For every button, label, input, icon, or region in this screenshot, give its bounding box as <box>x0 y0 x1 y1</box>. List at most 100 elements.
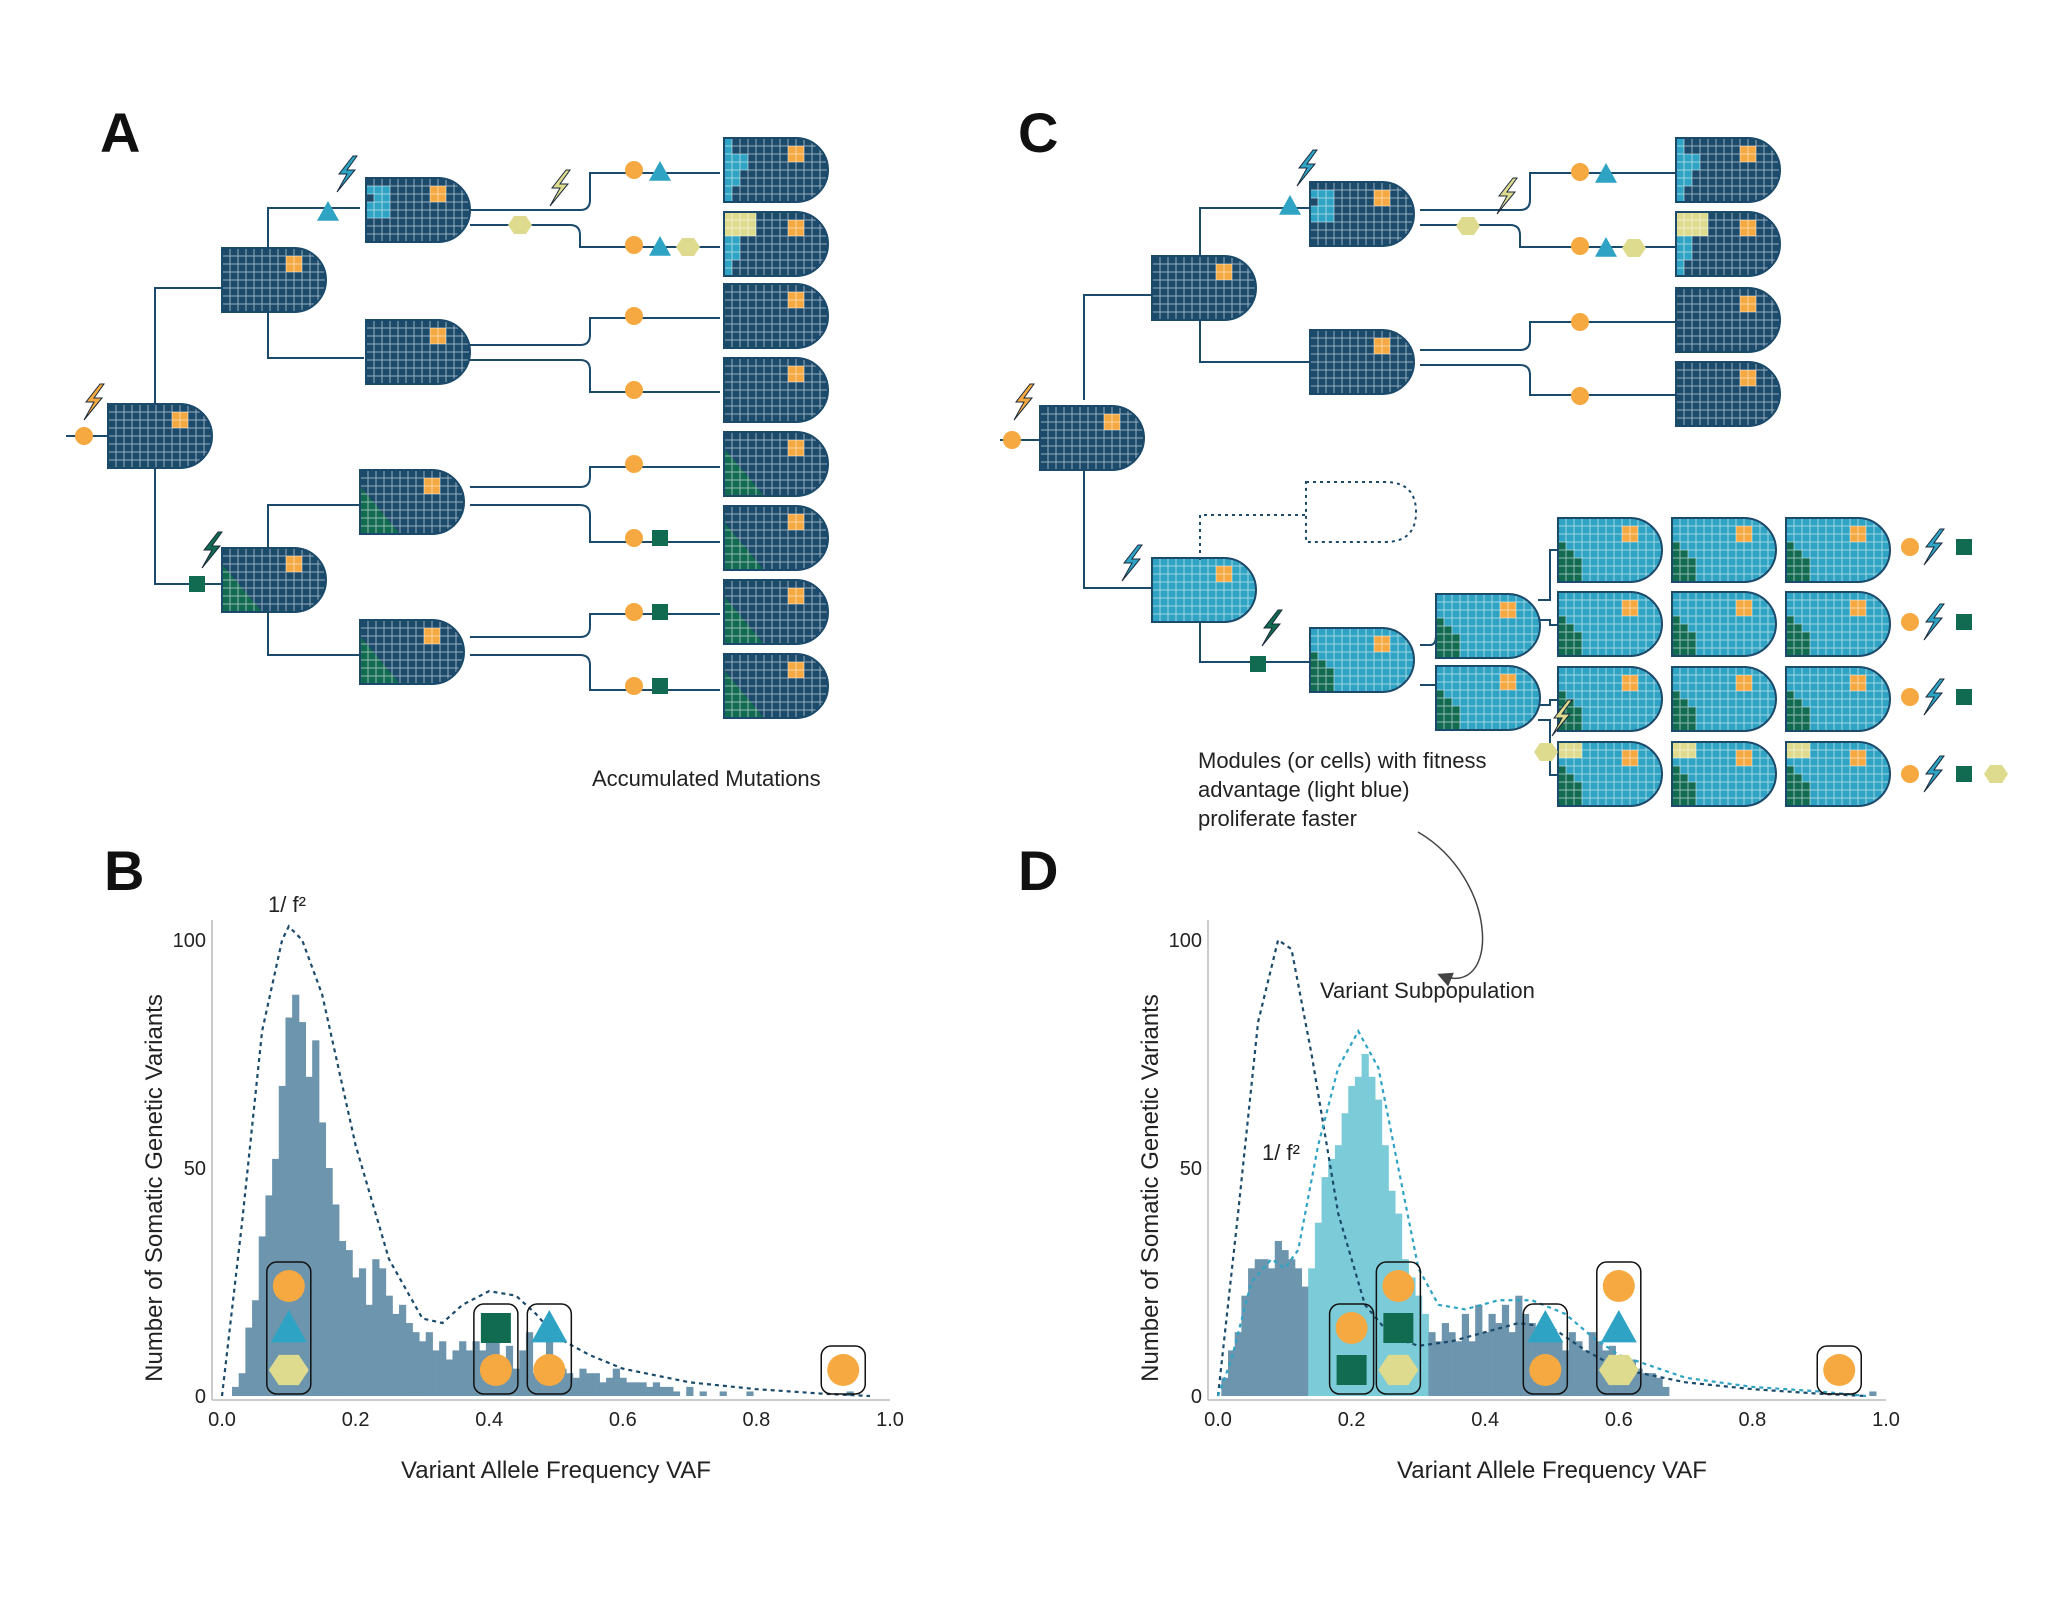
histogram-bar <box>579 1368 587 1396</box>
histogram-bar <box>619 1377 627 1396</box>
tissue-module <box>221 547 327 613</box>
green-square-icon <box>1336 1355 1367 1385</box>
tissue-module <box>365 177 471 243</box>
y-tick-label: 0 <box>195 1386 206 1408</box>
histogram-bar <box>1568 1332 1576 1396</box>
blue-triangle-icon <box>531 1310 568 1343</box>
lightning-icon <box>1923 678 1945 716</box>
blue-triangle-icon <box>649 161 671 181</box>
tissue-module <box>1671 666 1777 732</box>
orange-circle-icon <box>625 381 643 399</box>
lineage-tree-lines <box>66 172 1676 776</box>
tissue-module <box>1785 666 1891 732</box>
blue-triangle-icon <box>1279 195 1301 215</box>
histogram-bar <box>1395 1213 1403 1396</box>
histogram-bar <box>352 1277 360 1396</box>
histogram-bar <box>385 1295 393 1396</box>
tissue-module <box>365 319 471 385</box>
lightning-icon <box>1013 383 1035 421</box>
histogram-bar <box>1562 1350 1570 1396</box>
histogram-bar <box>318 1122 327 1396</box>
tree-connector <box>267 207 360 248</box>
histogram-bar <box>1301 1286 1309 1396</box>
orange-circle-icon <box>1571 163 1589 181</box>
histogram-bar <box>1341 1113 1349 1396</box>
histogram-bar <box>646 1386 654 1396</box>
histogram-bar <box>1501 1304 1510 1396</box>
tree-connector <box>470 224 720 248</box>
orange-circle-icon <box>625 603 643 621</box>
histogram-bar <box>512 1368 520 1396</box>
histogram-bar <box>606 1377 614 1396</box>
panel-letter-a: A <box>100 101 140 164</box>
y-tick-label: 0 <box>1191 1386 1202 1408</box>
yellow-hexagon-icon <box>268 1354 309 1386</box>
orange-circle-icon <box>625 529 643 547</box>
histogram-bar <box>372 1259 380 1396</box>
tissue-module <box>107 403 213 469</box>
histogram-bar <box>459 1341 467 1396</box>
tissue-module <box>1557 591 1663 657</box>
tree-connector <box>1420 224 1676 248</box>
x-tick-label: 0.0 <box>208 1409 236 1431</box>
histogram-bar <box>1294 1268 1302 1396</box>
histogram-bar <box>659 1386 667 1396</box>
histogram-bar <box>1488 1313 1496 1396</box>
histogram-bar <box>405 1323 413 1396</box>
histogram-bar <box>1521 1313 1530 1396</box>
orange-circle-icon <box>1901 688 1919 706</box>
orange-circle-icon <box>1901 765 1919 783</box>
tree-connector <box>470 613 720 638</box>
orange-circle-icon <box>625 677 643 695</box>
histogram-bar <box>1234 1332 1242 1396</box>
tree-connector <box>1420 321 1676 351</box>
tree-connector <box>1420 172 1676 211</box>
histogram-bar <box>1575 1341 1583 1396</box>
tree-connector <box>470 317 720 346</box>
orange-circle-icon <box>1901 613 1919 631</box>
tissue-module <box>723 579 829 645</box>
orange-circle-icon <box>1571 237 1589 255</box>
green-square-icon <box>652 604 668 620</box>
yellow-hexagon-icon <box>1622 238 1646 258</box>
orange-circle-icon <box>1602 1270 1635 1302</box>
histogram-bar <box>532 1373 540 1396</box>
histogram-bar <box>1468 1341 1476 1396</box>
mutation-markers <box>75 149 2008 793</box>
tissue-module <box>1309 627 1415 693</box>
histogram-bar <box>1261 1259 1269 1396</box>
histogram-bar <box>1655 1377 1663 1396</box>
tissue-module <box>1039 405 1145 471</box>
tissue-module <box>723 431 829 497</box>
histogram-bar <box>1415 1295 1423 1396</box>
tissue-module <box>1785 517 1891 583</box>
histogram-bar <box>1354 1076 1363 1396</box>
histogram-bar <box>465 1350 473 1396</box>
tree-connector <box>1538 549 1558 601</box>
histogram-bar <box>472 1341 480 1396</box>
histogram-bar <box>1361 1054 1369 1396</box>
tissue-module <box>1557 517 1663 583</box>
variant-group-box <box>526 1303 573 1395</box>
tissue-module <box>1675 137 1781 203</box>
tissue-module <box>1671 591 1777 657</box>
tree-connector <box>1420 622 1437 646</box>
y-tick-label: 100 <box>1169 930 1202 952</box>
histogram-bar <box>1869 1391 1877 1396</box>
orange-circle-icon <box>1901 538 1919 556</box>
histogram-bar <box>245 1327 253 1396</box>
yellow-hexagon-icon <box>1378 1354 1419 1386</box>
tree-connector <box>470 172 720 211</box>
histogram-bar <box>298 1022 306 1396</box>
histogram-bar <box>232 1386 240 1396</box>
x-tick-label: 0.0 <box>1204 1409 1232 1431</box>
x-axis-label: Variant Allele Frequency VAF <box>401 1457 711 1484</box>
x-tick-label: 0.2 <box>1338 1409 1366 1431</box>
tree-connector <box>470 466 720 488</box>
histogram-bar <box>1248 1268 1256 1396</box>
histogram-bar <box>1228 1350 1236 1396</box>
tissue-module <box>1557 666 1663 732</box>
